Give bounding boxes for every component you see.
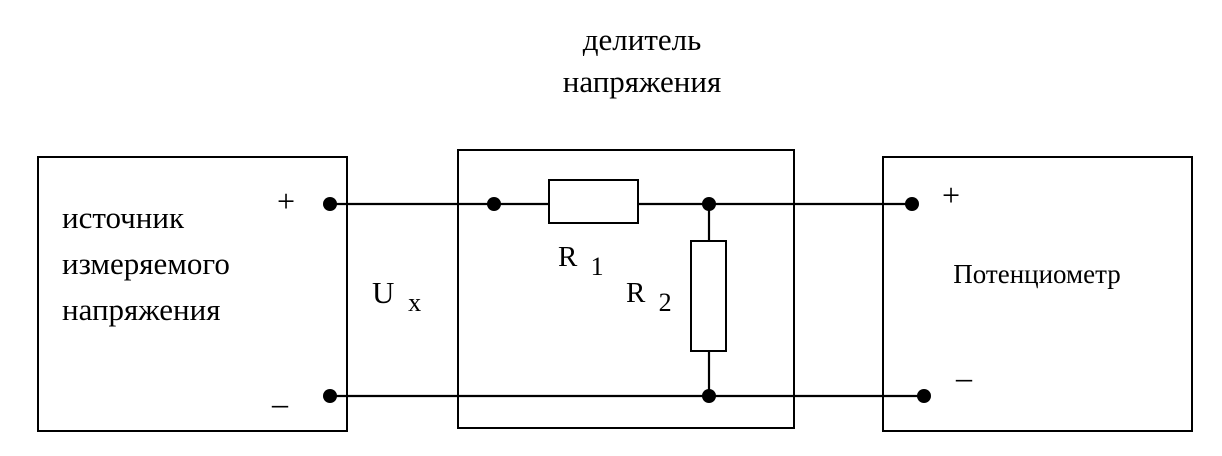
source-label-line3: напряжения [62,292,221,327]
resistor-r2 [690,240,727,352]
voltage-ux-main: U [372,275,394,310]
divider-input-node [487,197,501,211]
source-block [37,156,348,432]
source-plus-sign: + [277,183,295,219]
source-minus-terminal [323,389,337,403]
r2-ground-junction [702,389,716,403]
source-minus-sign: – [271,385,289,421]
source-plus-terminal [323,197,337,211]
voltage-ux-label: U x [372,275,421,317]
potentiometer-minus-sign: – [955,359,973,395]
divider-title-line2: напряжения [563,64,722,99]
potentiometer-block [882,156,1193,432]
r1-label-subscript: 1 [591,252,604,281]
potentiometer-minus-terminal [917,389,931,403]
r2-label: R 2 [626,277,672,317]
r2-label-main: R [626,277,646,309]
potentiometer-plus-terminal [905,197,919,211]
r1-r2-junction [702,197,716,211]
voltage-ux-subscript: x [408,288,421,317]
source-label-line2: измеряемого [62,246,230,281]
divider-title-line1: делитель [583,22,702,57]
potentiometer-plus-sign: + [942,177,960,213]
resistor-r1 [548,179,639,224]
source-label-line1: источник [62,200,185,235]
r2-label-subscript: 2 [659,288,672,317]
r1-label-main: R [558,241,578,273]
potentiometer-label: Потенциометр [953,259,1120,289]
r1-label: R 1 [558,241,604,281]
